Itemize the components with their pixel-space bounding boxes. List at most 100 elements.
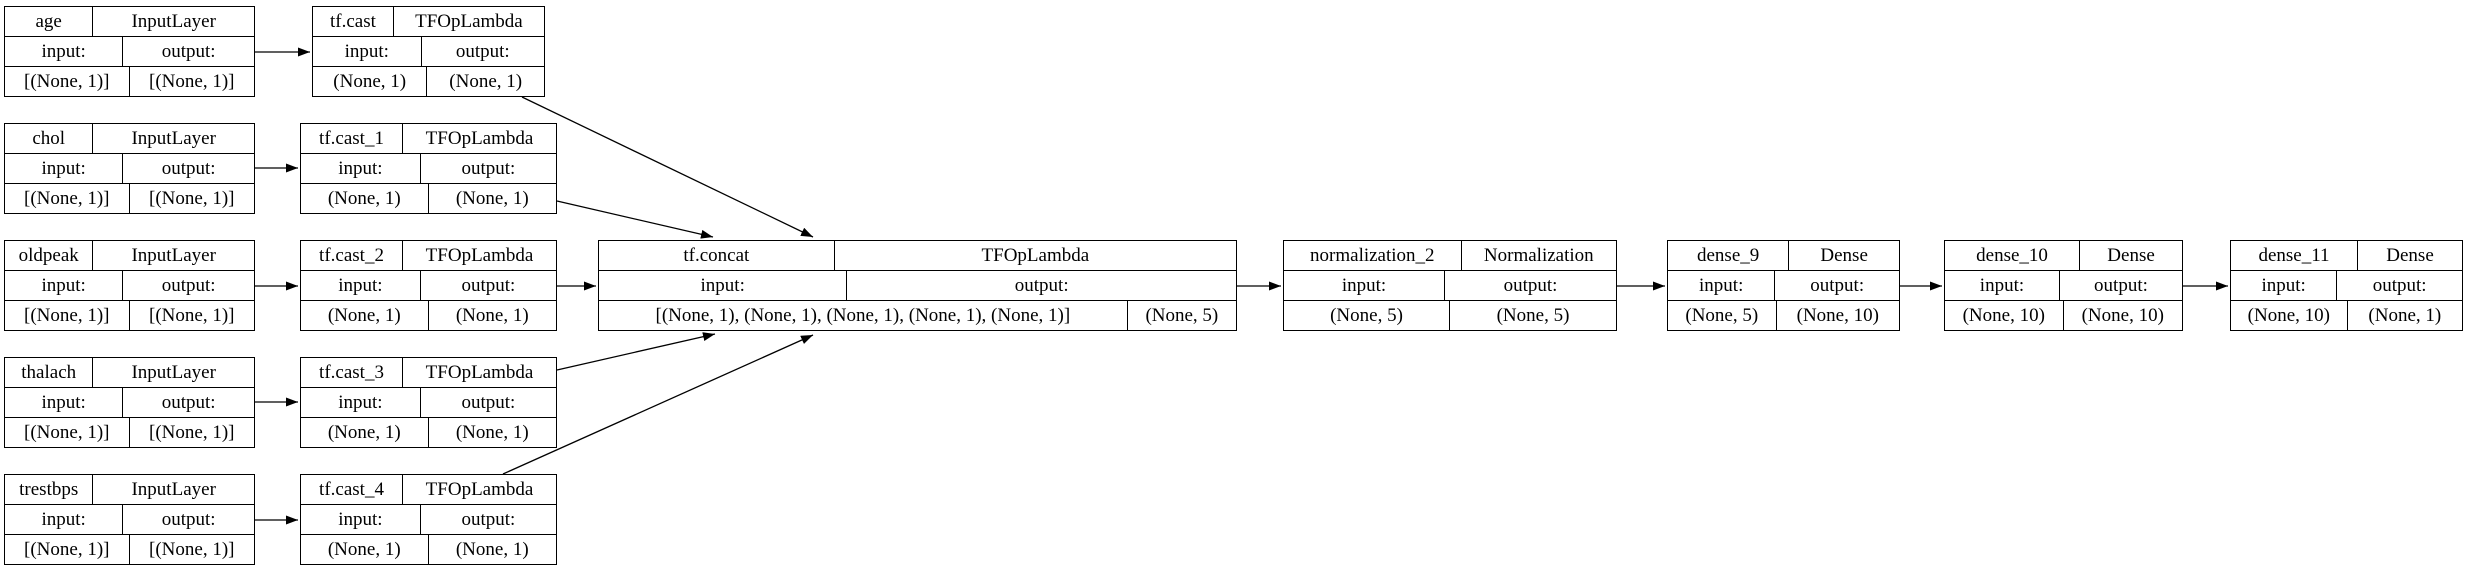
input-shape: (None, 1)	[301, 301, 429, 330]
layer-class: TFOpLambda	[981, 245, 1090, 266]
output-shape: (None, 1)	[455, 539, 529, 560]
output-shape: (None, 5)	[1145, 305, 1219, 326]
layer-name: thalach	[5, 358, 94, 387]
output-shape: (None, 1)	[455, 422, 529, 443]
node-tf-cast-2: tf.cast_2 TFOpLambda input: output: (Non…	[300, 240, 557, 331]
edge-cast-to-concat	[521, 96, 814, 238]
layer-name: tf.cast_1	[301, 124, 403, 153]
output-label: output:	[1503, 275, 1558, 296]
output-label: output:	[455, 41, 510, 62]
layer-class: InputLayer	[131, 362, 216, 383]
input-shape: (None, 1)	[301, 535, 429, 564]
output-label: output:	[1014, 275, 1069, 296]
layer-class: InputLayer	[131, 11, 216, 32]
output-label: output:	[461, 275, 516, 296]
layer-name: dense_9	[1668, 241, 1790, 270]
layer-class: InputLayer	[131, 245, 216, 266]
edge-cast3-to-concat	[556, 332, 716, 371]
input-label: input:	[301, 388, 421, 417]
layer-class: TFOpLambda	[425, 245, 534, 266]
input-shape: (None, 1)	[313, 67, 428, 96]
output-label: output:	[161, 158, 216, 179]
input-label: input:	[313, 37, 422, 66]
input-label: input:	[2231, 271, 2338, 300]
input-label: input:	[5, 154, 124, 183]
layer-class: Normalization	[1483, 245, 1594, 266]
node-tf-cast-3: tf.cast_3 TFOpLambda input: output: (Non…	[300, 357, 557, 448]
layer-class: InputLayer	[131, 128, 216, 149]
input-label: input:	[5, 505, 124, 534]
node-tf-cast-4: tf.cast_4 TFOpLambda input: output: (Non…	[300, 474, 557, 565]
input-label: input:	[1668, 271, 1776, 300]
layer-class: Dense	[1820, 245, 1868, 266]
output-label: output:	[161, 509, 216, 530]
input-shape: [(None, 1)]	[5, 184, 130, 213]
layer-class: TFOpLambda	[415, 11, 523, 32]
input-shape: (None, 10)	[1945, 301, 2064, 330]
layer-name: tf.cast_3	[301, 358, 403, 387]
node-trestbps: trestbps InputLayer input: output: [(Non…	[4, 474, 255, 565]
node-dense-10: dense_10 Dense input: output: (None, 10)…	[1944, 240, 2183, 331]
output-shape: (None, 1)	[449, 71, 523, 92]
layer-class: InputLayer	[131, 479, 216, 500]
edge-cast1-to-concat	[556, 200, 714, 239]
output-label: output:	[461, 158, 516, 179]
layer-name: oldpeak	[5, 241, 94, 270]
input-shape: (None, 1)	[301, 418, 429, 447]
output-label: output:	[161, 392, 216, 413]
output-shape: (None, 1)	[2368, 305, 2442, 326]
input-label: input:	[301, 505, 421, 534]
layer-name: chol	[5, 124, 94, 153]
layer-name: normalization_2	[1284, 241, 1462, 270]
output-shape: (None, 10)	[2081, 305, 2164, 326]
output-label: output:	[161, 275, 216, 296]
layer-class: Dense	[2386, 245, 2434, 266]
layer-name: age	[5, 7, 94, 36]
node-dense-11: dense_11 Dense input: output: (None, 10)…	[2230, 240, 2463, 331]
layer-class: Dense	[2107, 245, 2155, 266]
input-label: input:	[1284, 271, 1446, 300]
node-age: age InputLayer input: output: [(None, 1)…	[4, 6, 255, 97]
input-shape: [(None, 1)]	[5, 67, 130, 96]
node-chol: chol InputLayer input: output: [(None, 1…	[4, 123, 255, 214]
output-label: output:	[461, 392, 516, 413]
input-shape: (None, 5)	[1668, 301, 1777, 330]
layer-name: trestbps	[5, 475, 94, 504]
layer-class: TFOpLambda	[425, 479, 534, 500]
node-tf-concat: tf.concat TFOpLambda input: output: [(No…	[598, 240, 1237, 331]
output-label: output:	[2372, 275, 2427, 296]
input-shape: (None, 1)	[301, 184, 429, 213]
input-label: input:	[301, 154, 421, 183]
output-shape: [(None, 1)]	[149, 539, 235, 560]
input-shape: [(None, 1)]	[5, 418, 130, 447]
node-normalization-2: normalization_2 Normalization input: out…	[1283, 240, 1617, 331]
node-thalach: thalach InputLayer input: output: [(None…	[4, 357, 255, 448]
output-shape: (None, 1)	[455, 305, 529, 326]
input-label: input:	[1945, 271, 2060, 300]
layer-name: dense_11	[2231, 241, 2359, 270]
layer-name: tf.cast_2	[301, 241, 403, 270]
output-shape: [(None, 1)]	[149, 188, 235, 209]
node-oldpeak: oldpeak InputLayer input: output: [(None…	[4, 240, 255, 331]
input-label: input:	[5, 37, 124, 66]
output-shape: [(None, 1)]	[149, 422, 235, 443]
output-shape: [(None, 1)]	[149, 71, 235, 92]
output-label: output:	[2094, 275, 2148, 296]
layer-class: TFOpLambda	[425, 128, 534, 149]
layer-name: tf.cast_4	[301, 475, 403, 504]
layer-class: TFOpLambda	[425, 362, 534, 383]
input-label: input:	[5, 271, 124, 300]
input-shape: (None, 10)	[2231, 301, 2348, 330]
edge-cast4-to-concat	[502, 334, 814, 475]
layer-name: tf.cast	[313, 7, 394, 36]
node-tf-cast-1: tf.cast_1 TFOpLambda input: output: (Non…	[300, 123, 557, 214]
node-dense-9: dense_9 Dense input: output: (None, 5) (…	[1667, 240, 1900, 331]
input-label: input:	[301, 271, 421, 300]
output-shape: (None, 1)	[455, 188, 529, 209]
input-shape: [(None, 1)]	[5, 535, 130, 564]
output-shape: [(None, 1)]	[149, 305, 235, 326]
output-label: output:	[461, 509, 516, 530]
output-shape: (None, 10)	[1796, 305, 1879, 326]
